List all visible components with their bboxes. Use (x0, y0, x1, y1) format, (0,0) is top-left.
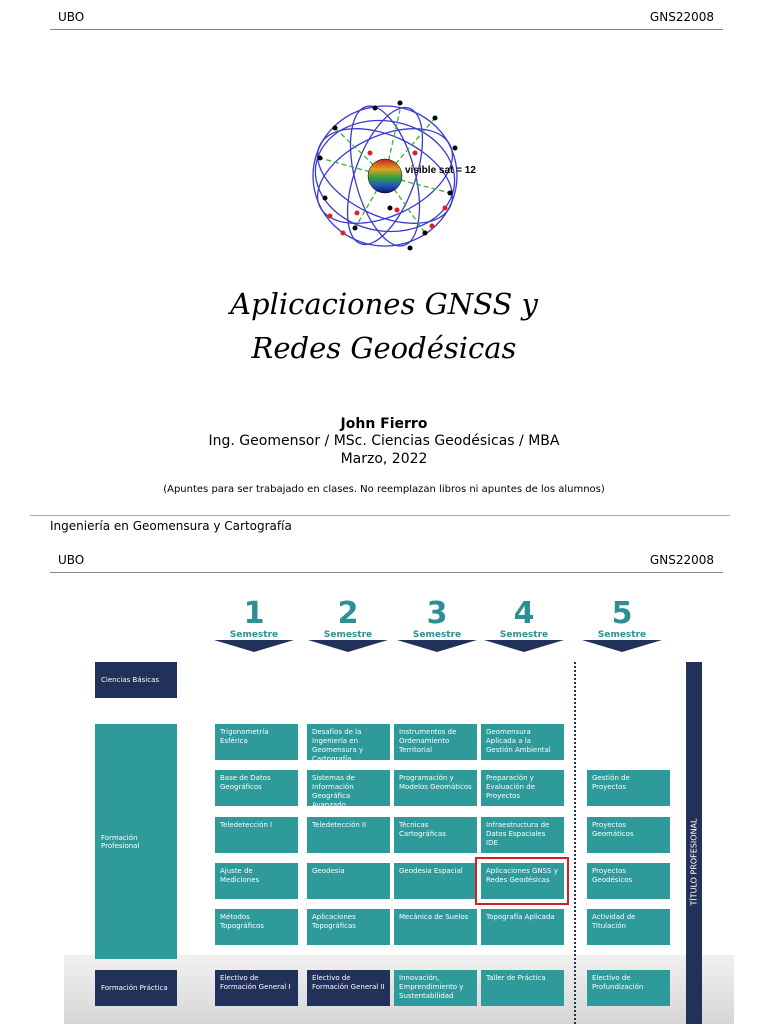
course-box: Electivo de Profundización (587, 970, 670, 1006)
author-name: John Fierro (340, 416, 428, 432)
header-right-page2: GNS22008 (649, 553, 714, 567)
course-box: Métodos Topográficos (215, 909, 298, 945)
semester-number: 2 (337, 596, 359, 631)
semester-label: Semestre (323, 630, 373, 640)
header-rule-page2 (50, 572, 723, 573)
semester-arrow (397, 640, 477, 652)
course-box: Geodesia Espacial (394, 863, 477, 899)
semester-header-1: 1 Semestre (214, 598, 294, 652)
course-box: Base de Datos Geográficos (215, 770, 298, 806)
course-box: Gestión de Proyectos (587, 770, 670, 806)
semester-header-5: 5 Semestre (582, 598, 662, 652)
semester-header-2: 2 Semestre (308, 598, 388, 652)
titulo-profesional-bar: TÍTULO PROFESIONAL (686, 662, 702, 1024)
category-ciencias-basicas: Ciencias Básicas (95, 662, 177, 698)
page-divider (30, 515, 730, 516)
category-formacion-profesional: Formación Profesional (95, 724, 177, 959)
page-footer: Ingeniería en Geomensura y Cartografía (50, 519, 292, 533)
semester-header-3: 3 Semestre (397, 598, 477, 652)
course-box: Técnicas Cartográficas (394, 817, 477, 853)
course-box: Electivo de Formación General I (215, 970, 298, 1006)
document-date: Marzo, 2022 (340, 451, 428, 467)
header-right: GNS22008 (649, 10, 714, 24)
course-box: Desafíos de la Ingeniería en Geomensura … (307, 724, 390, 763)
course-box-highlighted: Aplicaciones GNSS y Redes Geodésicas (481, 863, 564, 899)
semester-separator (574, 662, 576, 1024)
course-box: Preparación y Evaluación de Proyectos (481, 770, 564, 806)
category-formacion-practica: Formación Práctica (95, 970, 177, 1006)
course-box: Proyectos Geomáticos (587, 817, 670, 853)
semester-header-4: 4 Semestre (484, 598, 564, 652)
course-box: Electivo de Formación General II (307, 970, 390, 1006)
document-title-line2: Redes Geodésicas (251, 331, 517, 365)
course-box: Teledetección II (307, 817, 390, 853)
header-left-page2: UBO (58, 553, 85, 567)
course-box: Instrumentos de Ordenamiento Territorial (394, 724, 477, 760)
visible-sat-label: visible sat = 12 (405, 165, 476, 176)
semester-number: 1 (243, 596, 265, 631)
author-credentials: Ing. Geomensor / MSc. Ciencias Geodésica… (208, 433, 560, 449)
semester-number: 3 (426, 596, 448, 631)
disclaimer-note: (Apuntes para ser trabajado en clases. N… (163, 484, 605, 495)
course-box: Trigonometría Esférica (215, 724, 298, 760)
course-box: Topografía Aplicada (481, 909, 564, 945)
course-box: Geodesia (307, 863, 390, 899)
semester-arrow (214, 640, 294, 652)
course-box: Geomensura Aplicada a la Gestión Ambient… (481, 724, 564, 760)
gnss-constellation-figure: visible sat = 12 (312, 100, 476, 251)
course-box: Proyectos Geodésicos (587, 863, 670, 899)
course-box: Innovación, Emprendimiento y Sustentabil… (394, 970, 477, 1006)
course-box: Mecánica de Suelos (394, 909, 477, 945)
semester-label: Semestre (229, 630, 279, 640)
semester-arrow (582, 640, 662, 652)
semester-label: Semestre (499, 630, 549, 640)
semester-number: 4 (513, 596, 535, 631)
highlight-frame (475, 857, 569, 905)
course-box: Actividad de Titulación (587, 909, 670, 945)
semester-arrow (484, 640, 564, 652)
course-box: Infraestructura de Datos Espaciales IDE (481, 817, 564, 853)
titulo-profesional-label: TÍTULO PROFESIONAL (689, 818, 699, 906)
course-box: Teledetección I (215, 817, 298, 853)
course-box: Sistemas de Información Geográfica Avanz… (307, 770, 390, 809)
course-box: Aplicaciones Topográficas (307, 909, 390, 945)
course-box: Taller de Práctica (481, 970, 564, 1006)
semester-label: Semestre (412, 630, 462, 640)
semester-label: Semestre (597, 630, 647, 640)
course-box: Programación y Modelos Geomáticos (394, 770, 477, 806)
document-title-line1: Aplicaciones GNSS y (230, 287, 538, 321)
semester-number: 5 (611, 596, 633, 631)
header-left: UBO (58, 10, 85, 24)
header-rule (50, 29, 723, 30)
course-box: Ajuste de Mediciones (215, 863, 298, 899)
semester-arrow (308, 640, 388, 652)
